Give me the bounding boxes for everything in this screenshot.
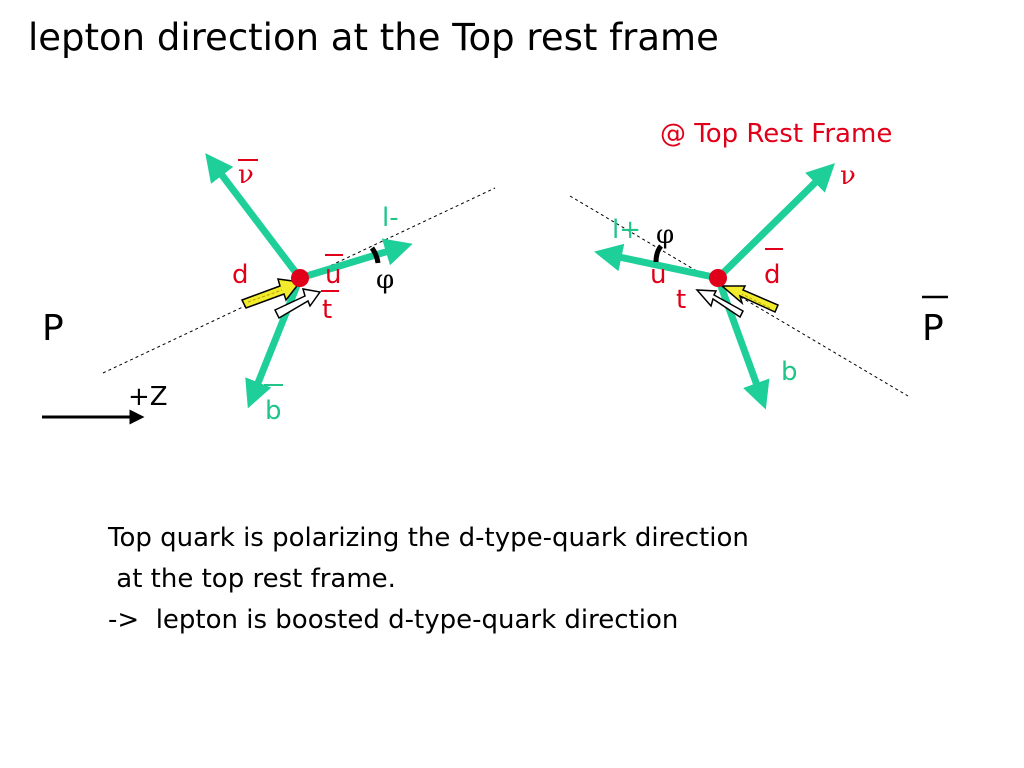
left-vertex xyxy=(291,269,309,287)
left-lepton-label: l- xyxy=(382,203,399,233)
left-neutrino-label: ν xyxy=(238,160,254,190)
right-lepton-arrow xyxy=(594,243,719,282)
left-d-quark-label: d xyxy=(232,260,249,290)
left-beam-label: P xyxy=(42,308,64,349)
right-neutrino-arrow xyxy=(715,163,835,281)
caption-line-2: at the top rest frame. xyxy=(108,564,396,594)
left-u-quark-label: u xyxy=(325,260,341,290)
right-beam-label: P xyxy=(922,308,944,349)
explanation-text: Top quark is polarizing the d-type-quark… xyxy=(108,518,749,641)
z-axis-label: +Z xyxy=(128,382,168,412)
right-top-boost-arrow xyxy=(695,289,744,319)
right-top-label: t xyxy=(676,285,686,315)
page-title: lepton direction at the Top rest frame xyxy=(28,16,719,59)
right-u-quark-label: u xyxy=(650,260,666,290)
right-angle-label: φ xyxy=(656,220,674,250)
right-frame: ν l+ φ u d t b P xyxy=(569,161,948,410)
left-d-quark-arrow xyxy=(240,278,302,309)
caption-line-3: -> lepton is boosted d-type-quark direct… xyxy=(108,605,679,635)
left-frame: ν l- φ d u t b P +Z xyxy=(42,153,496,426)
left-angle-arc xyxy=(369,246,381,264)
left-b-arrow xyxy=(245,276,304,409)
left-lepton-arrow xyxy=(298,238,413,282)
left-neutrino-arrow xyxy=(205,153,303,281)
right-b-label: b xyxy=(781,357,798,387)
left-b-label: b xyxy=(265,396,282,426)
right-lepton-label: l+ xyxy=(612,215,641,245)
right-d-quark-arrow xyxy=(719,285,779,314)
right-b-arrow xyxy=(714,276,770,410)
right-angle-arc xyxy=(653,244,663,263)
left-top-boost-arrow xyxy=(273,288,322,320)
caption-line-1: Top quark is polarizing the d-type-quark… xyxy=(108,523,749,553)
right-vertex xyxy=(709,269,727,287)
right-d-quark-label: d xyxy=(764,260,781,290)
right-neutrino-label: ν xyxy=(840,161,856,191)
left-angle-label: φ xyxy=(376,265,394,295)
left-top-label: t xyxy=(322,295,332,325)
frame-subtitle: @ Top Rest Frame xyxy=(660,119,893,149)
